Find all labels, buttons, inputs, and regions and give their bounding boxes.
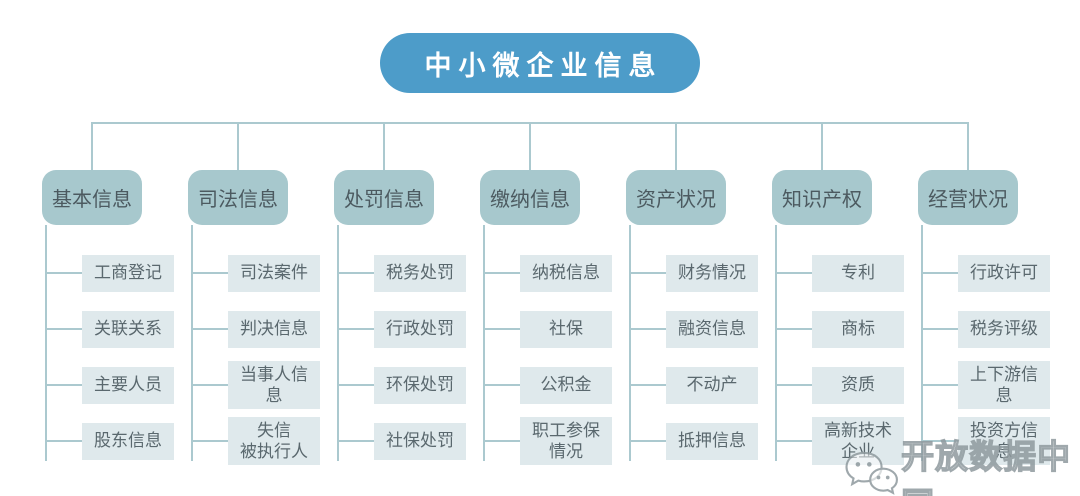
connector-drop xyxy=(91,122,93,171)
category-node: 司法信息 xyxy=(188,170,288,225)
connector-stub xyxy=(45,384,83,386)
connector-stub xyxy=(921,440,959,442)
child-node: 司法案件 xyxy=(228,254,320,292)
child-node: 行政许可 xyxy=(958,254,1050,292)
connector-stub xyxy=(45,328,83,330)
child-node: 商标 xyxy=(812,310,904,348)
category-node: 经营状况 xyxy=(918,170,1018,225)
connector-stub xyxy=(483,440,521,442)
child-node: 判决信息 xyxy=(228,310,320,348)
connector-stub xyxy=(191,272,229,274)
child-node: 投资方信 息 xyxy=(958,417,1050,465)
child-node: 工商登记 xyxy=(82,254,174,292)
child-node: 社保处罚 xyxy=(374,422,466,460)
connector-trunk xyxy=(921,225,923,461)
child-node: 融资信息 xyxy=(666,310,758,348)
connector-stub xyxy=(337,328,375,330)
child-node: 环保处罚 xyxy=(374,366,466,404)
connector-stub xyxy=(921,328,959,330)
connector-stub xyxy=(45,440,83,442)
connector-trunk xyxy=(45,225,47,461)
category-node: 知识产权 xyxy=(772,170,872,225)
connector-stub xyxy=(483,328,521,330)
connector-drop xyxy=(675,122,677,171)
connector-stub xyxy=(191,328,229,330)
child-node: 公积金 xyxy=(520,366,612,404)
connector-stub xyxy=(45,272,83,274)
connector-drop xyxy=(967,122,969,171)
category-node: 处罚信息 xyxy=(334,170,434,225)
connector-drop xyxy=(821,122,823,171)
connector-drop xyxy=(383,122,385,171)
connector-trunk xyxy=(337,225,339,461)
connector-stub xyxy=(191,440,229,442)
child-node: 上下游信 息 xyxy=(958,361,1050,409)
connector-stub xyxy=(629,328,667,330)
child-node: 当事人信 息 xyxy=(228,361,320,409)
child-node: 税务评级 xyxy=(958,310,1050,348)
connector-stub xyxy=(775,328,813,330)
category-node: 缴纳信息 xyxy=(480,170,580,225)
connector-stub xyxy=(921,384,959,386)
connector-stub xyxy=(775,272,813,274)
connector-stub xyxy=(483,384,521,386)
child-node: 股东信息 xyxy=(82,422,174,460)
child-node: 高新技术 企业 xyxy=(812,417,904,465)
category-node: 资产状况 xyxy=(626,170,726,225)
child-node: 纳税信息 xyxy=(520,254,612,292)
child-node: 税务处罚 xyxy=(374,254,466,292)
connector-stub xyxy=(191,384,229,386)
connector-stub xyxy=(337,272,375,274)
child-node: 资质 xyxy=(812,366,904,404)
connector-stub xyxy=(483,272,521,274)
child-node: 不动产 xyxy=(666,366,758,404)
root-node: 中小微企业信息 xyxy=(380,33,700,93)
child-node: 财务情况 xyxy=(666,254,758,292)
connector-stub xyxy=(629,384,667,386)
connector-stub xyxy=(337,384,375,386)
child-node: 抵押信息 xyxy=(666,422,758,460)
connector-stub xyxy=(629,440,667,442)
connector-trunk xyxy=(191,225,193,461)
child-node: 失信 被执行人 xyxy=(228,417,320,465)
connector-stub xyxy=(775,440,813,442)
child-node: 社保 xyxy=(520,310,612,348)
connector-stub xyxy=(337,440,375,442)
child-node: 专利 xyxy=(812,254,904,292)
connector-stub xyxy=(775,384,813,386)
connector-drop xyxy=(237,122,239,171)
child-node: 行政处罚 xyxy=(374,310,466,348)
child-node: 关联关系 xyxy=(82,310,174,348)
category-node: 基本信息 xyxy=(42,170,142,225)
connector-trunk xyxy=(775,225,777,461)
connector-trunk xyxy=(629,225,631,461)
child-node: 职工参保 情况 xyxy=(520,417,612,465)
connector-trunk xyxy=(483,225,485,461)
connector-stub xyxy=(629,272,667,274)
connector-drop xyxy=(529,122,531,171)
child-node: 主要人员 xyxy=(82,366,174,404)
connector-stub xyxy=(921,272,959,274)
